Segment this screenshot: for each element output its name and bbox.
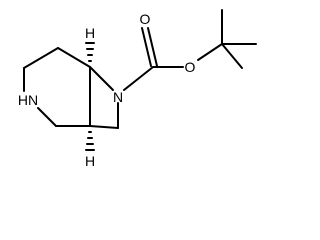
bond-c7a-n8 xyxy=(89,66,114,91)
bond-carbonyl-double-b xyxy=(147,27,158,67)
atom-label-o-ester: O xyxy=(185,59,196,75)
bond-carbonyl-double-a xyxy=(141,27,152,67)
atom-label-n-azetidine: N xyxy=(113,89,123,105)
atom-label-hn-piperidine: HN xyxy=(18,92,38,108)
atom-label-o-carbonyl: O xyxy=(140,11,151,27)
atom-label-h-top: H xyxy=(85,25,95,41)
bond-c7a-c7 xyxy=(57,47,91,68)
bond-c2-c3a xyxy=(89,125,119,129)
bond-tert-carbon-methyl-down xyxy=(221,43,243,69)
molecule-diagram: N HN O O H H xyxy=(18,9,257,169)
hashed-wedge-top xyxy=(85,42,95,62)
hashed-wedge-bottom xyxy=(85,131,95,151)
atom-label-h-bottom: H xyxy=(85,153,95,169)
bond-n8-carbonyl-carbon xyxy=(123,66,154,91)
bond-ester-o-tert-carbon xyxy=(197,43,223,61)
bond-c7-c6 xyxy=(23,47,59,69)
bond-n5-c4 xyxy=(37,107,57,127)
